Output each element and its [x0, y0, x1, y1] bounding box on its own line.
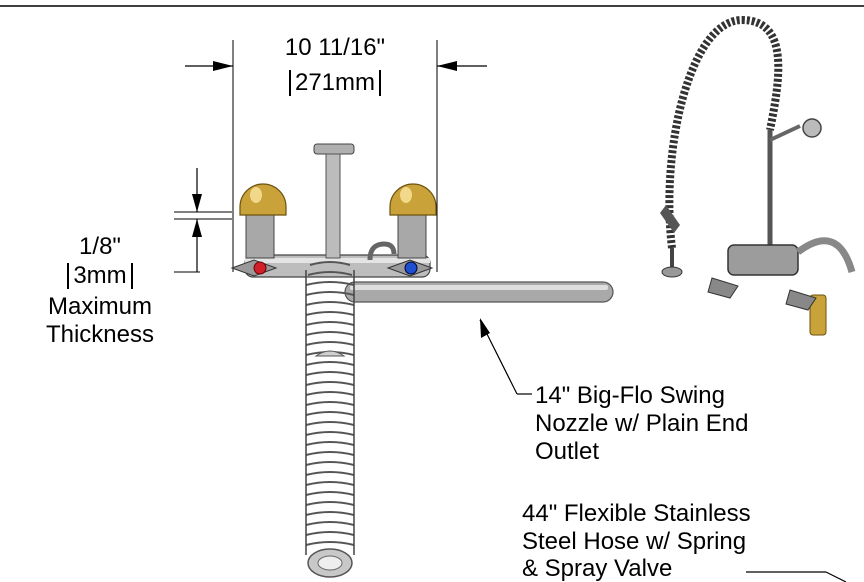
left-valve-shine — [250, 187, 262, 203]
right-valve-stem — [397, 211, 427, 259]
width-label-mm: 271mm — [288, 70, 382, 96]
thumb-spray-head — [661, 266, 683, 278]
right-valve-brass-cap — [389, 183, 437, 216]
thickness-arrow-top-head — [192, 194, 202, 212]
nozzle-callout-line2: Nozzle w/ Plain End — [535, 410, 749, 437]
spring-clip — [314, 350, 346, 357]
thickness-arrow-bottom-head — [192, 219, 202, 237]
spray-valve-face — [317, 555, 343, 571]
thickness-caption-line1: Maximum — [47, 293, 152, 320]
thumb-hose-coil — [665, 15, 783, 249]
thumb-spray-handle — [660, 205, 680, 233]
nozzle-callout-line3: Outlet — [535, 438, 600, 465]
swing-nozzle-highlight — [350, 285, 608, 290]
thumb-right-handle — [785, 289, 817, 311]
faucet-body-highlight — [245, 258, 430, 263]
right-valve-shine — [400, 187, 412, 203]
product-thumbnail — [660, 15, 856, 336]
hot-indicator — [253, 261, 267, 275]
thumb-bracket-clip — [802, 118, 822, 138]
width-label-mm-wrap: 271mm — [270, 70, 400, 96]
nozzle-callout-line1: 14" Big-Flo Swing — [535, 382, 725, 409]
thickness-label-mm-wrap: 3mm — [25, 263, 175, 289]
width-label-inches: 10 11/16" — [284, 34, 386, 61]
left-valve-brass-cap — [239, 183, 287, 216]
riser-pipe — [325, 153, 341, 259]
hose-callout-line1: 44" Flexible Stainless — [522, 500, 751, 527]
hose-callout-line2: Steel Hose w/ Spring — [522, 528, 747, 555]
thumb-brass-fitting — [809, 294, 827, 336]
thumb-left-handle — [707, 277, 739, 299]
width-arrow-right-head — [437, 61, 457, 71]
thickness-label-inches: 1/8" — [79, 233, 121, 260]
thumb-nozzle — [795, 237, 856, 274]
thickness-caption-line2: Thickness — [45, 321, 155, 348]
wall-bracket — [313, 143, 355, 155]
width-arrow-left-head — [213, 61, 233, 71]
hose-callout-line3: & Spray Valve — [522, 555, 673, 582]
nozzle-leader-head — [480, 318, 490, 338]
thumb-bracket — [769, 124, 801, 142]
spray-hook — [367, 241, 397, 261]
thumb-body — [727, 244, 799, 276]
hose-leader-diag — [825, 571, 847, 582]
thickness-label-mm: 3mm — [67, 263, 133, 289]
left-valve-stem — [245, 211, 275, 259]
spring-coil — [305, 261, 355, 546]
cold-indicator — [404, 261, 418, 275]
